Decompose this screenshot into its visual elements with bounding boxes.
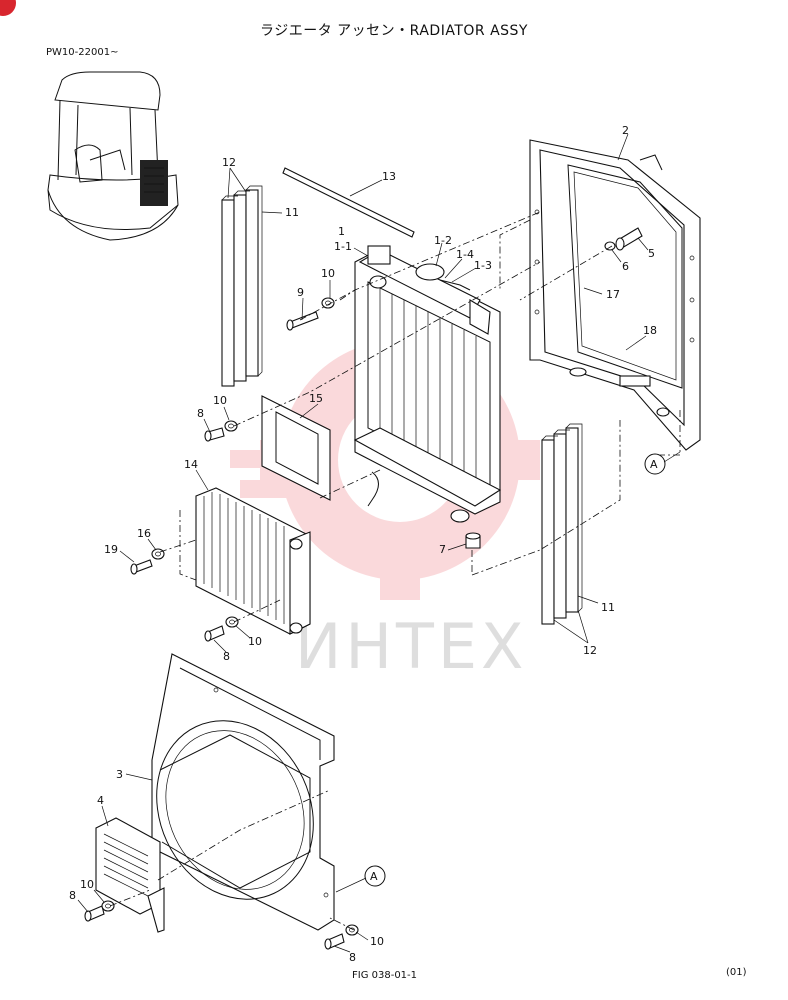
callout-5: 5 bbox=[648, 247, 655, 260]
serial-range: PW10-22001~ bbox=[46, 47, 119, 58]
part-5-hose bbox=[615, 227, 643, 251]
assembly-lines bbox=[109, 211, 681, 931]
part-13-rod bbox=[282, 167, 415, 238]
callout-12-right: 12 bbox=[583, 644, 597, 657]
part-16-washer bbox=[151, 548, 165, 560]
callout-4: 4 bbox=[97, 794, 104, 807]
page-code: (01) bbox=[726, 967, 747, 978]
part-14-oil-cooler bbox=[195, 487, 311, 635]
callout-10-c: 10 bbox=[248, 635, 262, 648]
part-10-washer-d bbox=[101, 900, 115, 912]
part-8-bolt-b bbox=[204, 625, 225, 642]
figure-reference: FIG 038-01-1 bbox=[352, 970, 418, 981]
callout-12-left: 12 bbox=[222, 156, 236, 169]
callout-10-a: 10 bbox=[321, 267, 335, 280]
leader-lines bbox=[77, 133, 681, 953]
part-8-bolt-a bbox=[204, 427, 225, 442]
svg-text:A: A bbox=[370, 870, 378, 883]
part-10-washer-a bbox=[321, 297, 335, 309]
callout-1-4: 1-4 bbox=[456, 248, 474, 261]
callout-3: 3 bbox=[116, 768, 123, 781]
callout-1: 1 bbox=[338, 225, 345, 238]
callout-9: 9 bbox=[297, 286, 304, 299]
part-19-bolt bbox=[130, 559, 153, 575]
part-9-bolt bbox=[286, 311, 319, 331]
part-10-washer-b bbox=[224, 420, 238, 432]
part-7-hose bbox=[465, 532, 481, 549]
callout-14: 14 bbox=[184, 458, 198, 471]
callout-17: 17 bbox=[606, 288, 620, 301]
part-10-washer-e bbox=[345, 924, 359, 936]
callout-8-c: 8 bbox=[69, 889, 76, 902]
callout-1-1: 1-1 bbox=[334, 240, 352, 253]
page-title: ラジエータ アッセン・RADIATOR ASSY bbox=[260, 23, 528, 39]
watermark-text: ИНТЕХ bbox=[295, 610, 528, 683]
part-4-fan-guard bbox=[95, 817, 165, 933]
part-15-gasket bbox=[261, 395, 331, 501]
callout-15: 15 bbox=[309, 392, 323, 405]
part-3-fan-shroud bbox=[151, 653, 335, 931]
callout-8-a: 8 bbox=[197, 407, 204, 420]
callout-2: 2 bbox=[622, 124, 629, 137]
callout-6: 6 bbox=[622, 260, 629, 273]
callout-10-e: 10 bbox=[370, 935, 384, 948]
callout-18: 18 bbox=[643, 324, 657, 337]
part-6-clamp bbox=[604, 241, 616, 251]
callout-10-b: 10 bbox=[213, 394, 227, 407]
part-2-frame bbox=[529, 139, 701, 451]
callout-1-2: 1-2 bbox=[434, 234, 452, 247]
corner-badge bbox=[0, 0, 16, 16]
callout-10-d: 10 bbox=[80, 878, 94, 891]
reference-marker-a-upper: A bbox=[644, 453, 666, 475]
callout-13: 13 bbox=[382, 170, 396, 183]
callout-19: 19 bbox=[104, 543, 118, 556]
callout-labels: 12 11 13 1 1-1 1-2 1-4 1-3 2 5 6 17 18 1… bbox=[69, 124, 666, 964]
svg-text:A: A bbox=[650, 458, 658, 471]
callout-11-left: 11 bbox=[285, 206, 299, 219]
part-11-12-seal-strips-left bbox=[221, 185, 263, 387]
part-10-washer-c bbox=[225, 616, 239, 628]
reference-marker-a-lower: A bbox=[364, 865, 386, 887]
callout-7: 7 bbox=[439, 543, 446, 556]
callout-11-right: 11 bbox=[601, 601, 615, 614]
callout-1-3: 1-3 bbox=[474, 259, 492, 272]
part-8-bolt-c bbox=[84, 905, 105, 922]
part-8-bolt-d bbox=[324, 933, 345, 950]
callout-8-d: 8 bbox=[349, 951, 356, 964]
machine-thumbnail bbox=[47, 71, 179, 241]
part-11-12-seal-strips-right bbox=[541, 423, 583, 625]
callout-8-b: 8 bbox=[223, 650, 230, 663]
callout-16: 16 bbox=[137, 527, 151, 540]
